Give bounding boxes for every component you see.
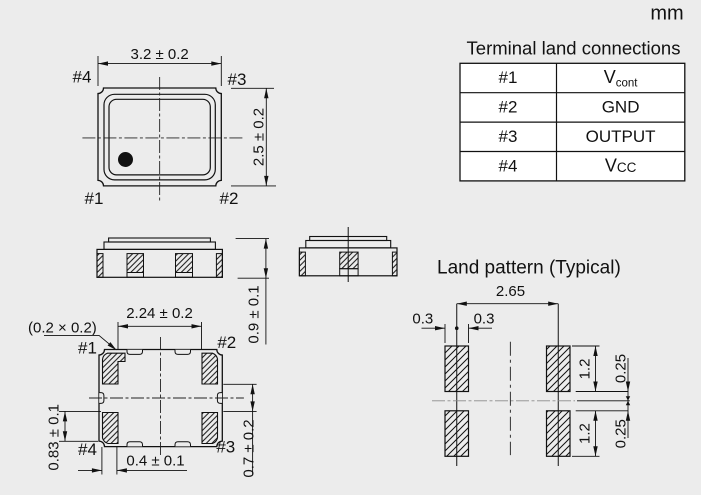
svg-text:Terminal land connections: Terminal land connections: [467, 38, 681, 59]
svg-text:#2: #2: [499, 98, 518, 117]
svg-text:(0.2 × 0.2): (0.2 × 0.2): [28, 320, 97, 337]
svg-text:1.2: 1.2: [577, 359, 594, 380]
svg-text:2.65: 2.65: [496, 283, 525, 300]
svg-text:#1: #1: [499, 68, 518, 87]
svg-text:0.9 ± 0.1: 0.9 ± 0.1: [245, 285, 262, 343]
svg-text:VCC: VCC: [605, 155, 637, 175]
svg-text:#3: #3: [228, 70, 247, 89]
svg-text:#4: #4: [78, 440, 97, 459]
svg-text:0.83 ± 0.1: 0.83 ± 0.1: [45, 404, 62, 471]
svg-text:0.7 ± 0.2: 0.7 ± 0.2: [241, 419, 258, 477]
svg-text:0.3: 0.3: [412, 310, 433, 327]
svg-text:GND: GND: [602, 98, 640, 117]
svg-text:1.2: 1.2: [577, 423, 594, 444]
svg-text:#4: #4: [499, 156, 518, 175]
svg-text:3.2 ± 0.2: 3.2 ± 0.2: [131, 46, 189, 63]
svg-text:0.3: 0.3: [474, 310, 495, 327]
svg-text:OUTPUT: OUTPUT: [586, 127, 656, 146]
svg-text:mm: mm: [650, 2, 683, 24]
svg-text:#1: #1: [85, 189, 104, 208]
svg-text:0.25: 0.25: [613, 419, 630, 448]
svg-text:Land pattern (Typical): Land pattern (Typical): [437, 258, 621, 279]
svg-text:2.24 ± 0.2: 2.24 ± 0.2: [126, 305, 193, 322]
svg-text:#2: #2: [220, 189, 239, 208]
svg-text:#1: #1: [78, 339, 97, 358]
svg-text:0.4 ± 0.1: 0.4 ± 0.1: [126, 452, 184, 469]
svg-text:#3: #3: [499, 127, 518, 146]
svg-text:#2: #2: [217, 333, 236, 352]
svg-text:#3: #3: [216, 438, 235, 457]
svg-text:0.25: 0.25: [613, 354, 630, 383]
svg-text:#4: #4: [73, 68, 92, 87]
svg-text:2.5 ± 0.2: 2.5 ± 0.2: [250, 108, 267, 166]
